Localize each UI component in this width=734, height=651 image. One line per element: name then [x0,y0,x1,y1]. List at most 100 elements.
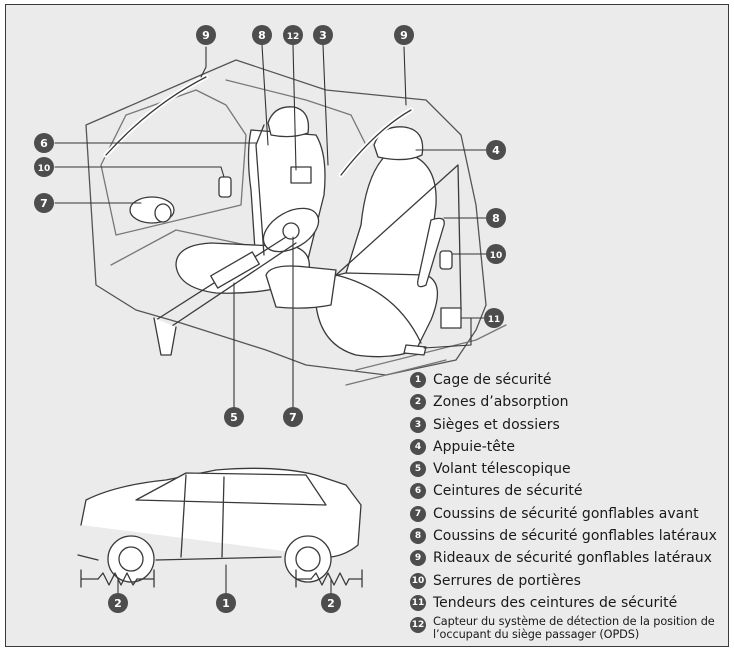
leader-9b [403,46,407,106]
legend-number-badge: 3 [410,416,426,433]
badge-5-bottom: 5 [224,407,244,427]
legend-item: 12 Capteur du système de détection de la … [410,615,728,641]
legend-item: 3 Sièges et dossiers [410,415,728,437]
svg-text:10: 10 [490,251,503,261]
side-car-hub-rear [295,546,321,572]
legend-item: 7 Coussins de sécurité gonflables avant [410,504,728,526]
zone-spring-front [97,572,138,586]
zone-bracket-rear [295,569,363,588]
floor-pedal [153,317,177,356]
zone-spring-rear [310,572,350,586]
svg-text:12: 12 [287,32,300,42]
legend-item: 2 Zones d’absorption [410,392,728,414]
rear-seat-headrest [267,106,310,138]
column-box [210,251,260,289]
badge-3-top: 3 [313,25,333,45]
steering-hub [282,222,300,240]
leader-8a [261,44,269,146]
badge-11-right: 11 [484,308,504,328]
side-car-window [135,472,327,506]
door-frame-left [100,89,247,236]
door-lock-rear [218,176,232,198]
badge-9-top-right: 9 [394,25,414,45]
side-car-wheel-front [107,535,155,583]
svg-text:10: 10 [38,164,51,174]
legend-label: Coussins de sécurité gonflables avant [433,505,699,522]
rear-window [225,79,367,146]
badge-7-bottom: 7 [283,407,303,427]
legend-label: Tendeurs des ceintures de sécurité [433,594,678,611]
leader-3 [322,44,329,166]
legend-label: Zones d’absorption [433,394,569,411]
legend-label: Sièges et dossiers [433,416,560,433]
badge-10-right: 10 [486,244,506,264]
legend-label: Appuie-tête [433,438,515,455]
svg-text:11: 11 [488,315,501,325]
side-car-wheel-rear [284,535,332,583]
svg-text:9: 9 [400,29,408,42]
leader-12 [292,44,297,171]
leader-9a [200,46,207,78]
badge-10-left: 10 [34,157,54,177]
legend-label: Volant télescopique [433,461,571,478]
badge-2-rear-zone: 2 [321,593,341,613]
svg-text:9: 9 [202,29,210,42]
legend-number-badge: 1 [410,372,426,388]
floor-line [345,324,507,386]
legend-number-badge: 12 [410,617,426,634]
badge-1-cage: 1 [216,593,236,613]
side-car-door-line [180,474,225,558]
a-pillar-front-edge [105,76,207,156]
airbag-module [154,203,172,223]
svg-text:3: 3 [319,29,327,42]
callout-badges: 9 8 12 3 9 6 10 7 4 8 10 11 5 7 2 1 2 [34,25,506,613]
legend-number-badge: 6 [410,483,426,500]
legend-number-badge: 7 [410,505,426,522]
svg-text:5: 5 [230,411,238,424]
legend-number-badge: 8 [410,528,426,545]
legend-label: Capteur du système de détection de la po… [433,615,715,642]
legend-item: 8 Coussins de sécurité gonflables latérau… [410,526,728,548]
svg-text:6: 6 [40,137,48,150]
leader-11b [423,317,472,349]
legend-number-badge: 2 [410,394,426,411]
side-airbag-front [417,217,445,288]
svg-text:8: 8 [258,29,266,42]
svg-text:2: 2 [114,597,122,610]
svg-text:2: 2 [327,597,335,610]
door-lock-front [439,250,453,270]
legend-label: Ceintures de sécurité [433,483,583,500]
svg-text:8: 8 [492,212,500,225]
car-body-outline [85,59,487,376]
belt-anchor [403,344,427,356]
legend-label: Coussins de sécurité gonflables latéraux [433,528,717,545]
legend-label: Serrures de portières [433,572,581,589]
leader-10a [54,166,225,178]
svg-text:1: 1 [222,597,230,610]
badge-8-right: 8 [486,208,506,228]
legend-item: 1 Cage de sécurité [410,370,728,392]
legend-label: Cage de sécurité [433,372,552,388]
seatbelt-front [335,164,462,344]
roof-arc-right-edge [340,109,412,176]
vehicle-safety-illustration: 9 8 12 3 9 6 10 7 4 8 10 11 5 7 2 1 2 [34,25,507,613]
zone-bracket-front [80,569,155,588]
svg-text:7: 7 [289,411,297,424]
svg-text:7: 7 [40,197,48,210]
badge-4-right: 4 [486,140,506,160]
badge-8-top: 8 [252,25,272,45]
rear-seat-cushion-2 [265,265,337,309]
legend-item: 6 Ceintures de sécurité [410,481,728,503]
badge-12-top: 12 [283,25,303,45]
legend-label: Rideaux de sécurité gonflables latéraux [433,550,712,567]
seatbelt-rear [255,124,265,256]
side-car-hub-front [118,546,144,572]
opds-sensor [290,166,312,184]
